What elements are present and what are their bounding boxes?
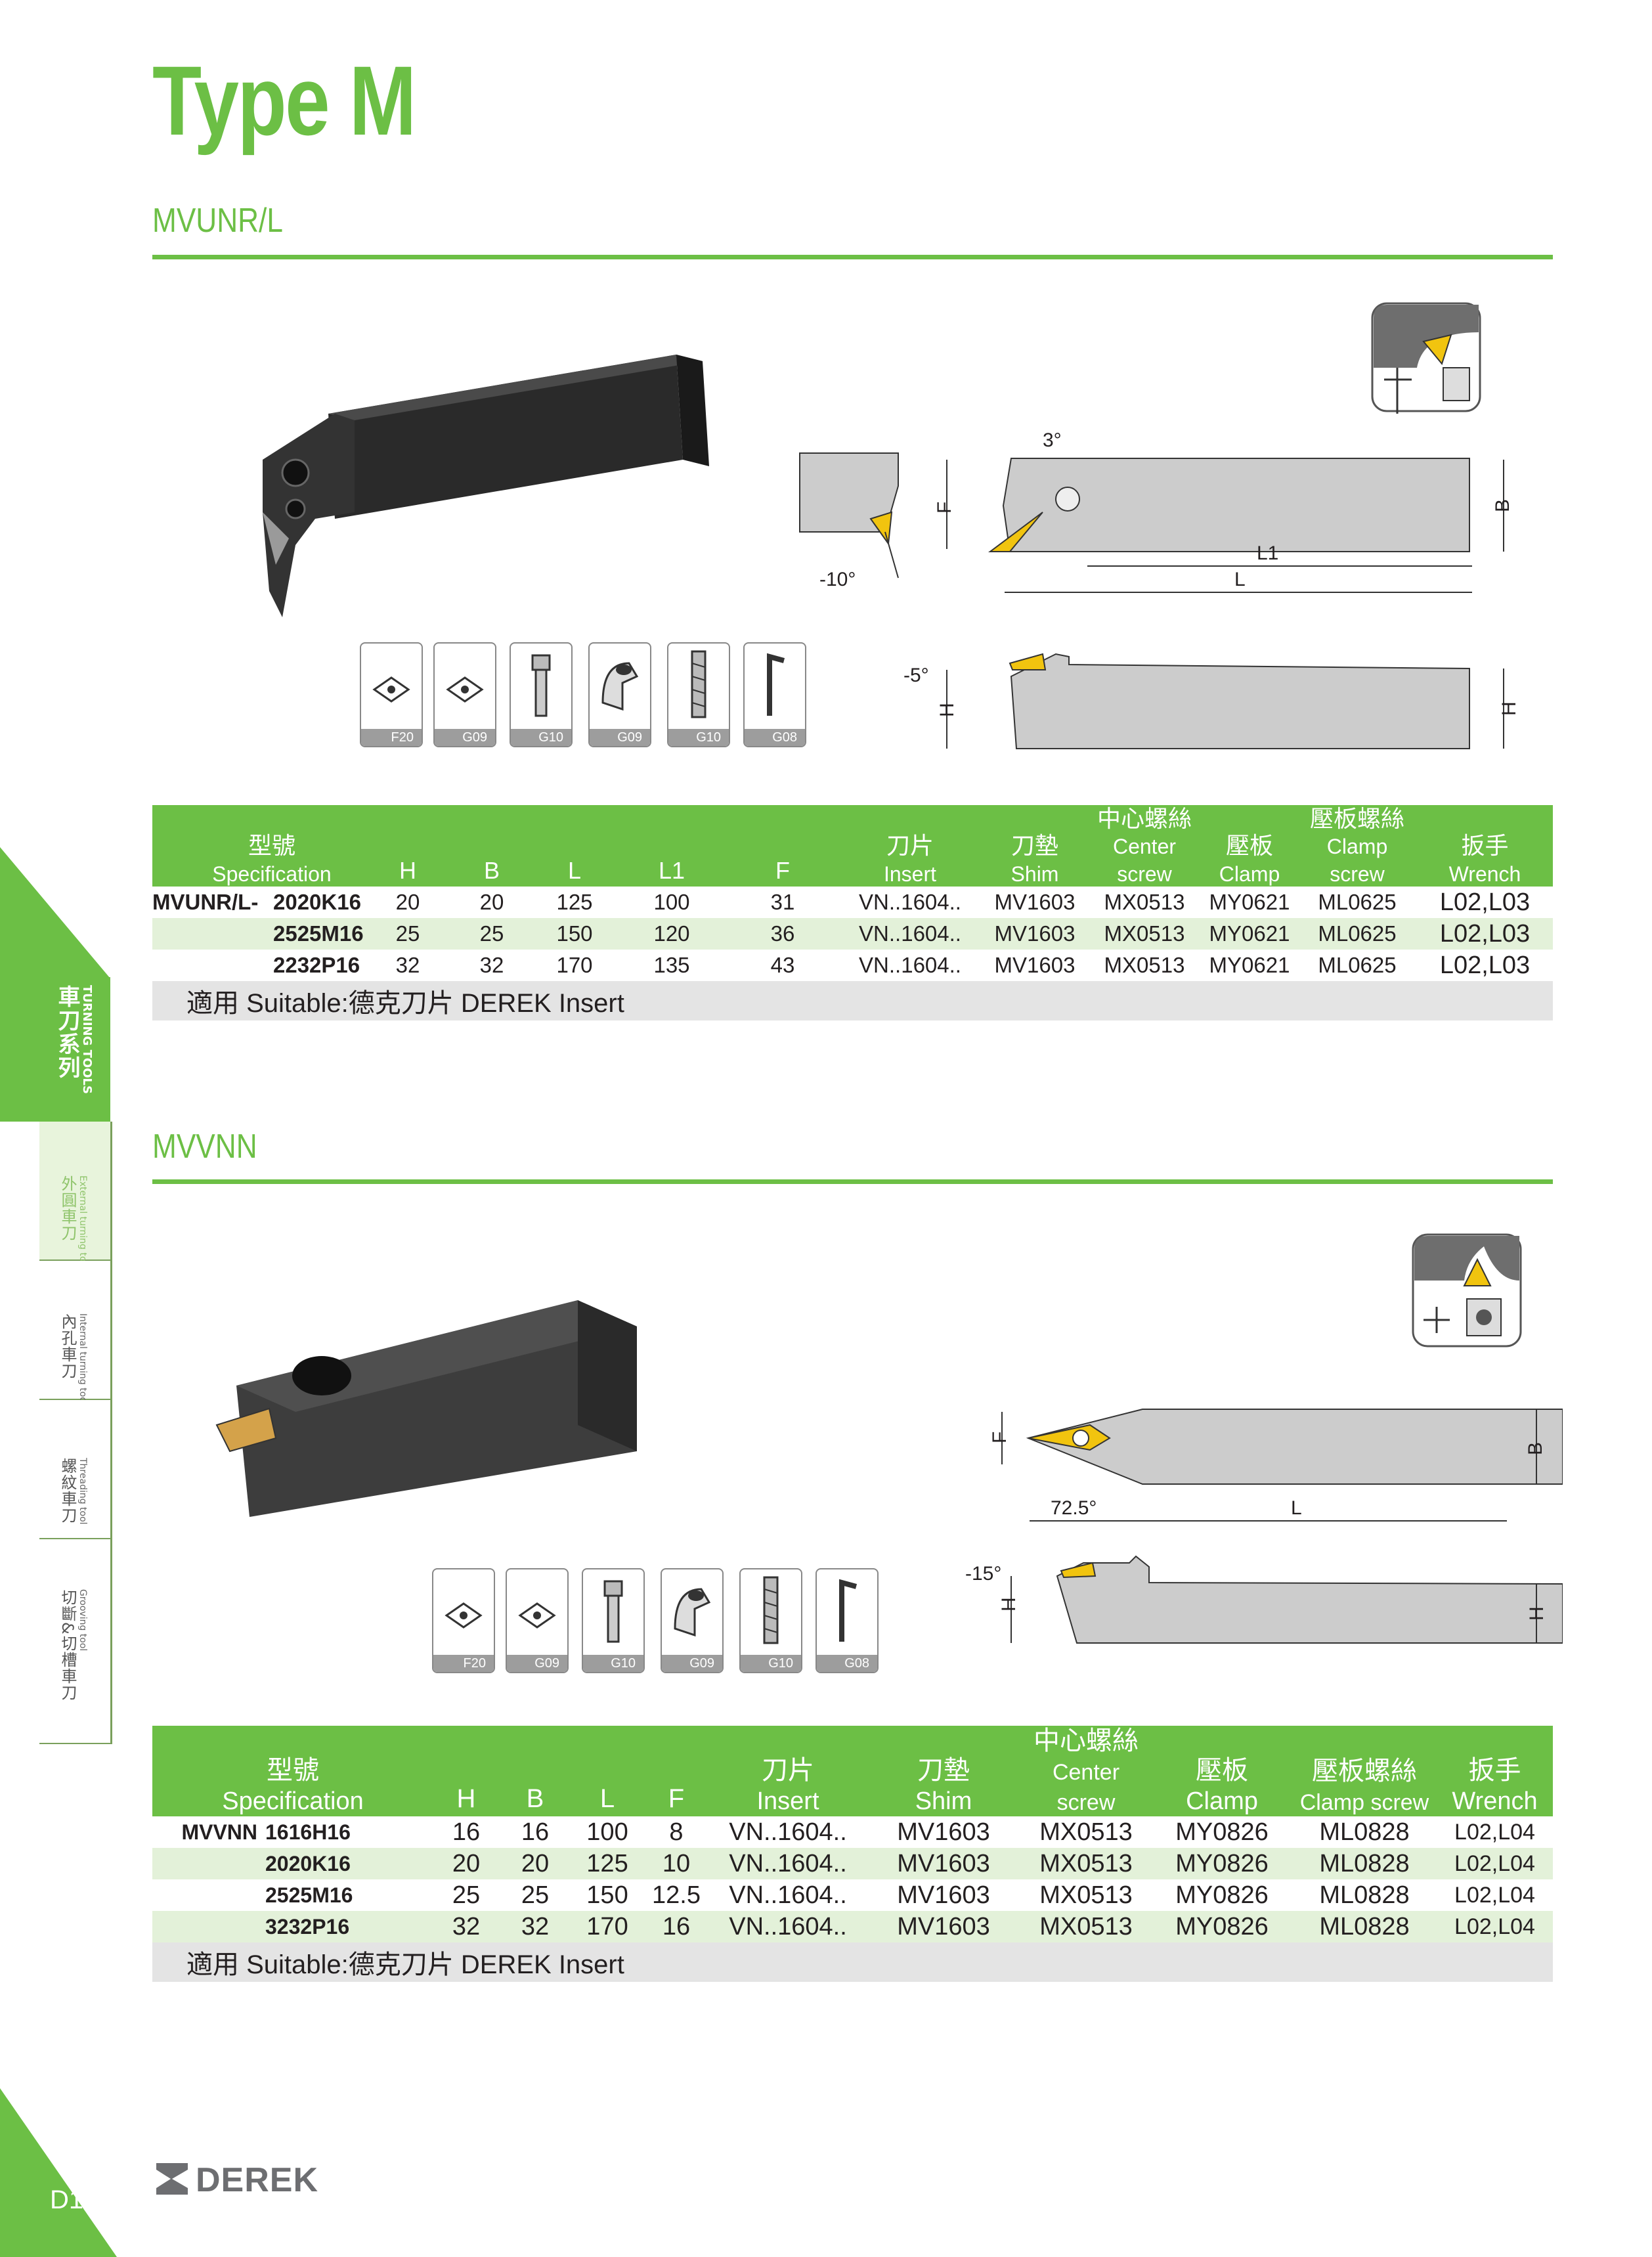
tab-internal-turning[interactable]: [39, 1261, 112, 1400]
svg-text:-15°: -15°: [965, 1563, 1001, 1585]
dimension-drawing-mvvnn: F B 72.5° L -15° H H: [965, 1409, 1563, 1644]
side-rail-decor: [0, 847, 110, 978]
header-l: L: [533, 805, 616, 887]
brand-logo: DEREK: [196, 2161, 319, 2199]
side-nav-main-sub: TURNING TOOLS: [80, 985, 94, 1094]
section-rule: [152, 255, 1553, 259]
dimension-drawing-mvunr: -10° 3° F B L1 L -5° H H: [799, 429, 1520, 749]
svg-text:-10°: -10°: [819, 569, 856, 590]
tab-threading[interactable]: [39, 1400, 112, 1539]
svg-text:H: H: [998, 1597, 1020, 1611]
cutting-direction-icon: [1412, 1233, 1522, 1348]
svg-text:H: H: [1526, 1606, 1548, 1621]
part-g09-clamp: G09: [661, 1568, 724, 1673]
tab-grooving[interactable]: [39, 1539, 112, 1744]
svg-text:L1: L1: [1257, 542, 1278, 564]
part-f20: F20: [360, 642, 423, 747]
header-h: H: [433, 1726, 499, 1816]
part-f20: F20: [432, 1568, 495, 1673]
part-g10-clamp-screw: G10: [667, 642, 730, 747]
part-g09: G09: [433, 642, 496, 747]
cutting-direction-icon: [1371, 302, 1481, 414]
suitable-note: 適用 Suitable:德克刀片 DEREK Insert: [152, 1942, 1553, 1982]
svg-text:B: B: [1525, 1442, 1546, 1455]
parts-row-mvvnn: F20 G09 G10 G09 G10 G08: [432, 1568, 892, 1673]
tab-internal-turning-sub: Internal turning tool: [77, 1313, 88, 1405]
page-title: Type M: [152, 45, 416, 156]
tab-grooving-sub: Grooving tool: [77, 1589, 88, 1652]
header-f: F: [728, 805, 838, 887]
tab-threading-label: 螺紋車刀: [58, 1458, 77, 1523]
svg-text:L: L: [1234, 569, 1246, 590]
tab-external-turning[interactable]: [39, 1122, 112, 1261]
tab-grooving-label: 切斷&切槽車刀: [58, 1589, 77, 1701]
side-nav-main[interactable]: [0, 977, 110, 1122]
part-g08-wrench: G08: [743, 642, 806, 747]
header-f: F: [643, 1726, 709, 1816]
part-g10-clamp-screw: G10: [739, 1568, 802, 1673]
tab-internal-turning-label: 內孔車刀: [58, 1313, 77, 1379]
side-nav-main-label: 車刀系列: [54, 985, 80, 1080]
svg-text:72.5°: 72.5°: [1051, 1497, 1097, 1519]
svg-text:3°: 3°: [1043, 429, 1062, 451]
section-title-mvunr: MVUNR/L: [152, 202, 283, 240]
svg-text:H: H: [1498, 701, 1520, 716]
svg-text:B: B: [1492, 499, 1513, 512]
tool-holder-photo-mvvnn: [215, 1300, 637, 1517]
header-l1: L1: [616, 805, 728, 887]
svg-text:F: F: [934, 502, 955, 514]
derek-logo-icon: [156, 2163, 188, 2195]
header-b: B: [499, 1726, 571, 1816]
part-g09-clamp: G09: [588, 642, 651, 747]
part-g10-screw: G10: [582, 1568, 645, 1673]
section-rule: [152, 1179, 1553, 1184]
part-g10-screw: G10: [510, 642, 573, 747]
header-h: H: [365, 805, 450, 887]
section-title-mvvnn: MVVNN: [152, 1128, 257, 1166]
tab-threading-sub: Threading tool: [77, 1458, 88, 1525]
parts-row-mvunr: F20 G09 G10 G09 G10 G08: [360, 642, 819, 747]
part-g09: G09: [506, 1568, 569, 1673]
header-b: B: [450, 805, 533, 887]
tool-holder-photo-mvunr: [263, 355, 709, 617]
suitable-note: 適用 Suitable:德克刀片 DEREK Insert: [152, 981, 1553, 1021]
svg-text:H: H: [936, 703, 958, 717]
svg-text:-5°: -5°: [903, 665, 929, 686]
svg-text:F: F: [989, 1432, 1011, 1443]
tab-external-turning-label: 外圓車刀: [58, 1175, 77, 1241]
part-g08-wrench: G08: [815, 1568, 879, 1673]
header-l: L: [571, 1726, 643, 1816]
footer-corner-decor: [0, 2088, 117, 2257]
tab-external-turning-sub: External turning tool: [77, 1175, 88, 1270]
svg-text:L: L: [1291, 1497, 1302, 1519]
page-number: D13: [50, 2185, 98, 2214]
